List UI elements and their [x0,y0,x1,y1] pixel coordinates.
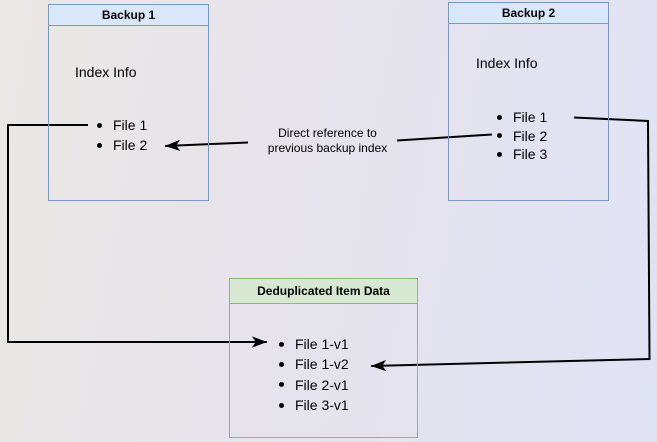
file-label: File 1 [113,117,148,133]
bullet-icon [279,382,284,388]
bullet-icon [97,142,102,148]
bullet-icon [497,114,502,120]
list-item: File 2-v1 [279,375,349,395]
file-label: File 3-v1 [295,397,349,414]
bullet-icon [279,341,284,347]
backup1-subtitle: Index Info [75,64,137,80]
dedup-box: Deduplicated Item Data [229,278,418,438]
list-item: File 2 [97,135,147,155]
file-label: File 1 [513,109,548,126]
file-label: File 3 [513,146,548,163]
bullet-icon [497,133,502,139]
list-item: File 1 [497,108,547,127]
list-item: File 1-v2 [279,354,349,374]
bullet-icon [279,402,284,408]
bullet-icon [497,151,502,157]
list-item: File 3 [497,145,547,164]
list-item: File 1-v1 [279,334,349,354]
edge-label-direct-reference: Direct reference to previous backup inde… [240,126,415,156]
file-label: File 2 [113,137,148,153]
bullet-icon [97,122,102,128]
backup2-title: Backup 2 [449,3,608,24]
file-label: File 2 [513,127,548,144]
backup1-file-list: File 1 File 2 [97,115,147,155]
file-label: File 1-v2 [295,356,349,373]
backup2-file-list: File 1 File 2 File 3 [497,108,547,164]
dedup-file-list: File 1-v1 File 1-v2 File 2-v1 File 3-v1 [279,334,349,415]
bullet-icon [279,361,284,367]
backup1-box: Backup 1 [48,4,209,201]
backup2-subtitle: Index Info [476,55,538,71]
list-item: File 3-v1 [279,395,349,415]
edge-label-line2: previous backup index [267,141,388,155]
backup2-box: Backup 2 [448,2,609,201]
list-item: File 1 [97,115,147,135]
edge-label-line1: Direct reference to [278,126,377,140]
file-label: File 1-v1 [295,336,349,353]
file-label: File 2-v1 [295,376,349,393]
backup1-title: Backup 1 [49,5,208,26]
list-item: File 2 [497,127,547,146]
dedup-title: Deduplicated Item Data [230,279,417,304]
